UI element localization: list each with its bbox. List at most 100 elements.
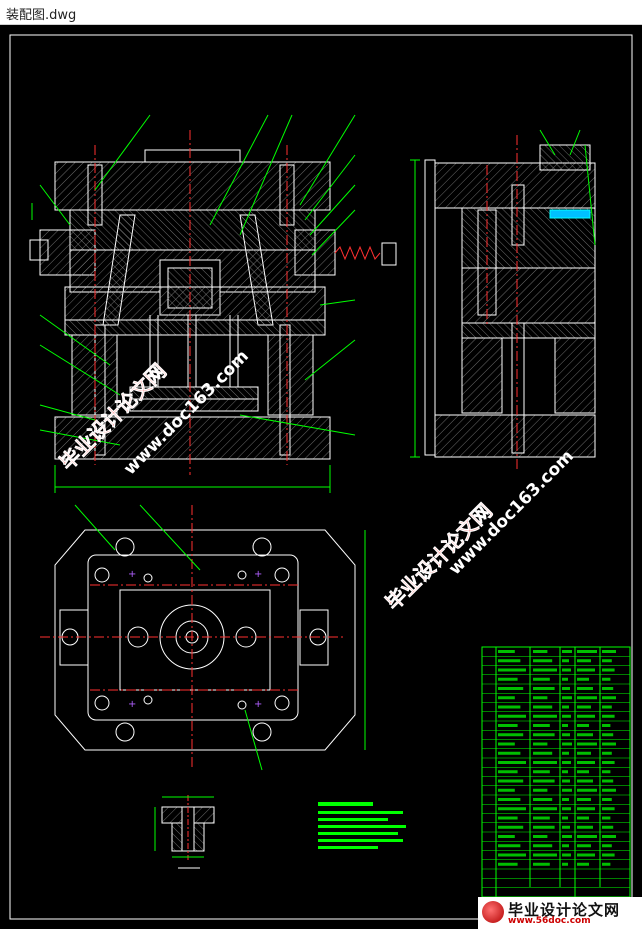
table-cell-mark: [498, 816, 518, 820]
table-cell-mark: [602, 807, 615, 811]
table-cell-mark: [562, 788, 572, 792]
table-cell-mark: [562, 862, 568, 866]
table-cell-mark: [577, 770, 589, 774]
table-cell-mark: [533, 798, 553, 801]
parts-list-rows: [482, 655, 630, 888]
table-cell-mark: [498, 788, 515, 792]
table-cell-mark: [533, 714, 557, 718]
table-cell-mark: [577, 696, 597, 700]
window-title: 装配图.dwg: [6, 8, 77, 23]
table-cell-mark: [602, 862, 611, 866]
table-cell-mark: [498, 668, 526, 672]
table-cell-mark: [533, 724, 550, 727]
table-cell-mark: [562, 696, 572, 700]
table-cell-mark: [577, 853, 595, 857]
table-cell-mark: [577, 714, 595, 718]
table-cell-mark: [577, 844, 591, 848]
table-cell-mark: [533, 807, 557, 811]
table-cell-mark: [602, 798, 612, 801]
table-cell-mark: [533, 788, 548, 792]
technical-notes: [318, 802, 406, 849]
part-detail-view: [154, 795, 215, 869]
table-cell-mark: [533, 742, 548, 746]
table-cell-mark: [562, 770, 568, 774]
table-cell-mark: [577, 807, 595, 811]
table-cell-mark: [533, 844, 553, 848]
table-cell-mark: [533, 770, 550, 774]
table-cell-mark: [562, 798, 569, 801]
table-cell-mark: [533, 687, 555, 690]
table-cell-mark: [498, 714, 526, 718]
table-cell-mark: [498, 696, 515, 700]
table-cell-mark: [498, 853, 526, 857]
site-logo-icon: [482, 901, 504, 923]
table-cell-mark: [602, 714, 615, 718]
table-cell-mark: [562, 779, 570, 783]
table-cell-mark: [577, 705, 591, 709]
svg-text:+: +: [254, 699, 262, 710]
table-cell-mark: [562, 733, 570, 737]
table-cell-mark: [562, 659, 569, 663]
table-cell-mark: [498, 742, 515, 746]
table-cell-mark: [577, 825, 593, 829]
table-cell-mark: [498, 687, 524, 690]
front-section-view: [29, 114, 397, 493]
table-cell-mark: [577, 835, 597, 838]
table-cell-mark: [533, 705, 553, 709]
table-cell-mark: [602, 761, 615, 764]
table-cell-mark: [533, 835, 548, 838]
table-cell-mark: [562, 844, 569, 848]
badge-url: www.56doc.com: [508, 916, 591, 926]
table-cell-mark: [498, 650, 515, 653]
table-cell-mark: [562, 761, 571, 764]
table-cell-mark: [602, 779, 614, 783]
table-cell-mark: [498, 677, 518, 681]
table-cell-mark: [562, 677, 568, 681]
table-cell-mark: [562, 742, 572, 746]
table-cell-mark: [577, 788, 597, 792]
table-cell-mark: [533, 677, 550, 681]
table-cell-mark: [602, 724, 611, 727]
site-badge: 毕业设计论文网 www.56doc.com: [478, 897, 642, 929]
table-cell-mark: [577, 816, 589, 820]
window-titlebar: 装配图.dwg: [0, 0, 642, 25]
table-cell-mark: [498, 659, 521, 663]
table-cell-mark: [533, 650, 548, 653]
table-cell-mark: [562, 816, 568, 820]
table-cell-mark: [562, 835, 572, 838]
table-cell-mark: [533, 862, 550, 866]
table-cell-mark: [533, 733, 555, 737]
svg-text:+: +: [128, 569, 136, 580]
badge-name: 毕业设计论文网: [508, 901, 621, 919]
table-cell-mark: [498, 807, 526, 811]
table-cell-mark: [533, 779, 555, 783]
table-cell-mark: [602, 751, 612, 755]
table-cell-mark: [562, 825, 570, 829]
table-cell-mark: [577, 862, 589, 866]
drawing-border: [9, 34, 633, 920]
table-cell-mark: [602, 835, 616, 838]
table-cell-mark: [562, 853, 571, 857]
table-cell-mark: [562, 668, 571, 672]
table-cell-mark: [562, 807, 571, 811]
table-cell-mark: [602, 770, 611, 774]
table-cell-mark: [562, 714, 571, 718]
table-cell-mark: [498, 835, 515, 838]
table-cell-mark: [577, 761, 595, 764]
table-cell-mark: [602, 844, 612, 848]
table-cell-mark: [533, 668, 557, 672]
cad-drawing-viewport[interactable]: + + + +: [0, 25, 642, 929]
table-cell-mark: [577, 779, 593, 783]
table-cell-mark: [533, 659, 553, 663]
table-cell-mark: [498, 825, 524, 829]
table-cell-mark: [562, 751, 569, 755]
table-cell-mark: [533, 853, 557, 857]
table-cell-mark: [498, 751, 521, 755]
table-cell-mark: [577, 650, 597, 653]
table-cell-mark: [602, 733, 614, 737]
table-cell-mark: [498, 798, 521, 801]
table-cell-mark: [533, 761, 557, 764]
table-cell-mark: [602, 677, 611, 681]
table-cell-mark: [577, 724, 589, 727]
table-cell-mark: [577, 742, 597, 746]
